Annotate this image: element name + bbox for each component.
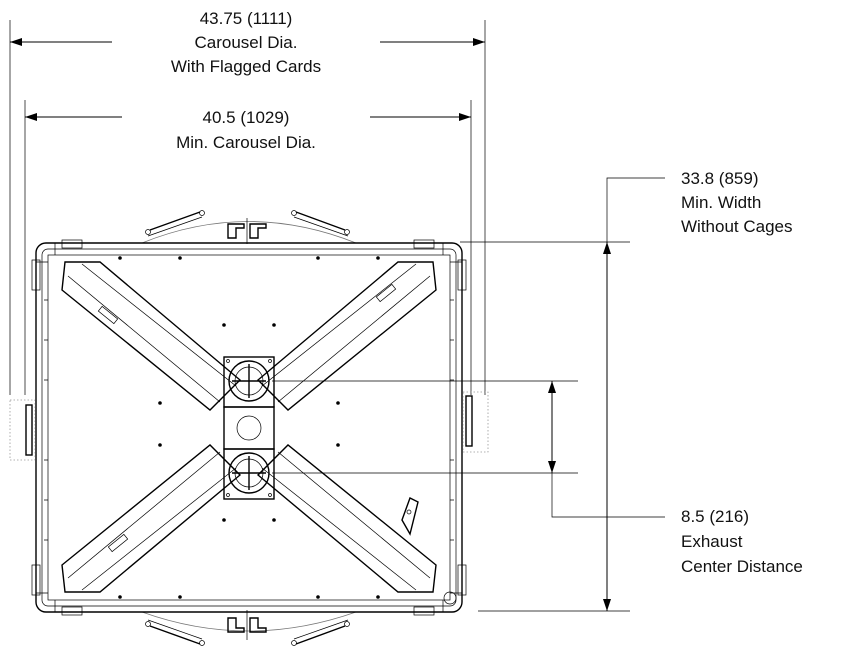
bracket: [401, 497, 419, 536]
dim-exhaust-value: 8.5 (216): [681, 507, 749, 526]
arm-bottom-right: [256, 444, 437, 593]
dimension-min-width: 33.8 (859) Min. Width Without Cages: [460, 169, 793, 612]
dim-carousel-flagged-line1: Carousel Dia.: [195, 33, 298, 52]
dim-carousel-min-value: 40.5 (1029): [203, 108, 290, 127]
arm-bottom-left: [61, 444, 242, 593]
dim-exhaust-line1: Exhaust: [681, 532, 743, 551]
frame: [31, 239, 467, 616]
flagged-cards-top: [145, 210, 350, 244]
dim-carousel-min-line1: Min. Carousel Dia.: [176, 133, 316, 152]
bolt-holes: [118, 256, 380, 599]
dim-carousel-flagged-line2: With Flagged Cards: [171, 57, 321, 76]
dimension-carousel-min: 40.5 (1029) Min. Carousel Dia.: [24, 100, 472, 395]
dim-min-width-value: 33.8 (859): [681, 169, 759, 188]
dimension-exhaust: 8.5 (216) Exhaust Center Distance: [272, 380, 803, 576]
dim-exhaust-line2: Center Distance: [681, 557, 803, 576]
arm-top-right: [256, 261, 437, 411]
center-assembly: [223, 356, 275, 500]
arm-top-left: [61, 261, 242, 411]
dim-min-width-line2: Without Cages: [681, 217, 793, 236]
dim-min-width-line1: Min. Width: [681, 193, 761, 212]
side-cages: [9, 391, 489, 461]
dim-carousel-flagged-value: 43.75 (1111): [200, 9, 293, 28]
flagged-cards-bottom: [145, 610, 350, 646]
dimension-carousel-flagged: 43.75 (1111) Carousel Dia. With Flagged …: [9, 9, 486, 395]
carousel-arcs: [141, 221, 357, 632]
